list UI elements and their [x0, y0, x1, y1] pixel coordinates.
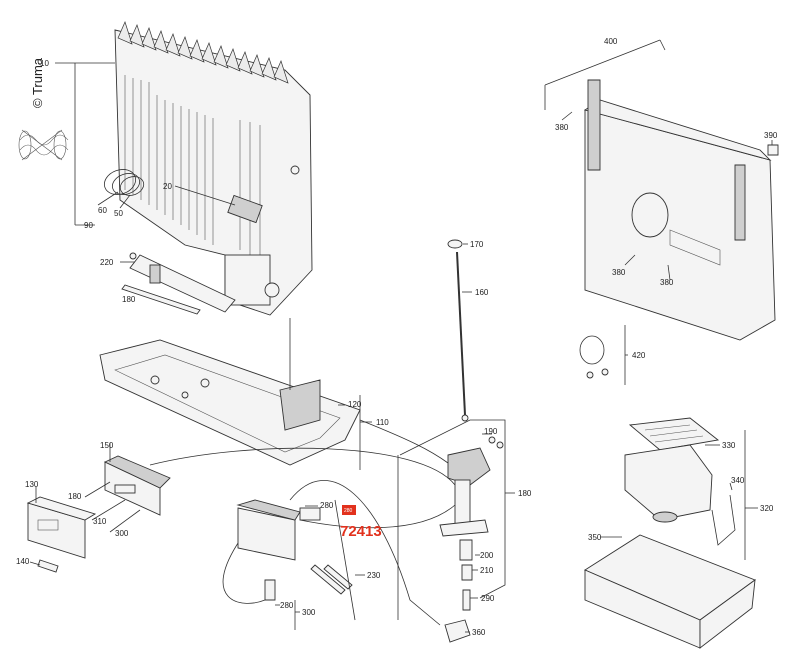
callout-300-burner: 300	[302, 608, 316, 617]
ring-set-50-60[interactable]	[101, 165, 146, 198]
callout-210: 210	[480, 566, 494, 575]
leader-lines-control	[29, 443, 141, 566]
control-housing-150[interactable]	[103, 455, 171, 516]
tray-350[interactable]	[584, 534, 756, 649]
callout-290: 290	[481, 594, 495, 603]
burner-230[interactable]	[236, 499, 353, 601]
callout-230: 230	[367, 571, 381, 580]
casing-400[interactable]	[583, 79, 776, 341]
callout-60: 60	[98, 206, 107, 215]
spring-part[interactable]	[18, 129, 69, 161]
callout-400: 400	[604, 37, 618, 46]
highlight-badge	[342, 505, 356, 515]
callout-320: 320	[760, 504, 774, 513]
ring-420[interactable]	[579, 335, 609, 379]
rod-180[interactable]	[121, 284, 201, 315]
callout-330: 330	[722, 441, 736, 450]
callout-140: 140	[16, 557, 30, 566]
callout-180-valve: 180	[518, 489, 532, 498]
leader-lines-burner	[275, 499, 365, 630]
cap-140[interactable]	[37, 559, 59, 573]
callout-420: 420	[632, 351, 646, 360]
callout-310: 310	[93, 517, 107, 526]
callout-360: 360	[472, 628, 486, 637]
callout-150: 150	[100, 441, 114, 450]
gas-valve-180[interactable]	[439, 436, 504, 537]
control-module-130[interactable]	[26, 496, 97, 559]
callout-50: 50	[114, 209, 123, 218]
cable-runs	[149, 419, 456, 626]
callout-350: 350	[588, 533, 602, 542]
callout-10: 10	[40, 59, 49, 68]
callout-130: 130	[25, 480, 39, 489]
leader-lines-valve	[397, 419, 515, 633]
cap-390[interactable]	[767, 144, 779, 156]
base-plate-110[interactable]	[99, 339, 361, 466]
highlight-part-number: 72413	[340, 523, 382, 540]
leader-lines-lower-right	[600, 430, 758, 560]
heat-exchanger-ribs	[124, 75, 261, 258]
sensor-rod-160[interactable]	[447, 239, 469, 422]
callout-300-control: 300	[115, 529, 129, 538]
leader-lines-casing	[544, 39, 773, 385]
callout-180-control: 180	[68, 492, 82, 501]
callout-190: 190	[484, 427, 498, 436]
callout-280-burner: 280	[320, 501, 334, 510]
callout-120: 120	[348, 400, 362, 409]
callout-280-lower: 280	[280, 601, 294, 610]
callout-20: 20	[163, 182, 172, 191]
callout-90: 90	[84, 221, 93, 230]
heat-exchanger-fins	[117, 21, 289, 84]
heat-exchanger-10[interactable]	[114, 21, 313, 316]
air-box[interactable]	[624, 444, 713, 523]
callout-380-top: 380	[555, 123, 569, 132]
callout-380-low: 380	[660, 278, 674, 287]
grille-330[interactable]	[628, 417, 720, 451]
callout-180-rod: 180	[122, 295, 136, 304]
callout-390: 390	[764, 131, 778, 140]
bracket-220[interactable]	[129, 252, 236, 313]
elbow-360[interactable]	[444, 619, 471, 643]
fitting-200-210-290[interactable]	[459, 539, 473, 611]
leader-lines-top-left	[55, 62, 236, 226]
brand-mark: © Truma	[30, 57, 45, 108]
clip-340[interactable]	[711, 494, 736, 546]
callout-220: 220	[100, 258, 114, 267]
callout-110: 110	[376, 418, 389, 427]
highlight-badge-text: 280	[344, 508, 353, 514]
callout-160: 160	[475, 288, 489, 297]
callout-200: 200	[480, 551, 494, 560]
callout-380-mid: 380	[612, 268, 626, 277]
highlighted-part[interactable]: 280 72413	[340, 505, 382, 540]
callout-170: 170	[470, 240, 484, 249]
callout-340: 340	[731, 476, 745, 485]
